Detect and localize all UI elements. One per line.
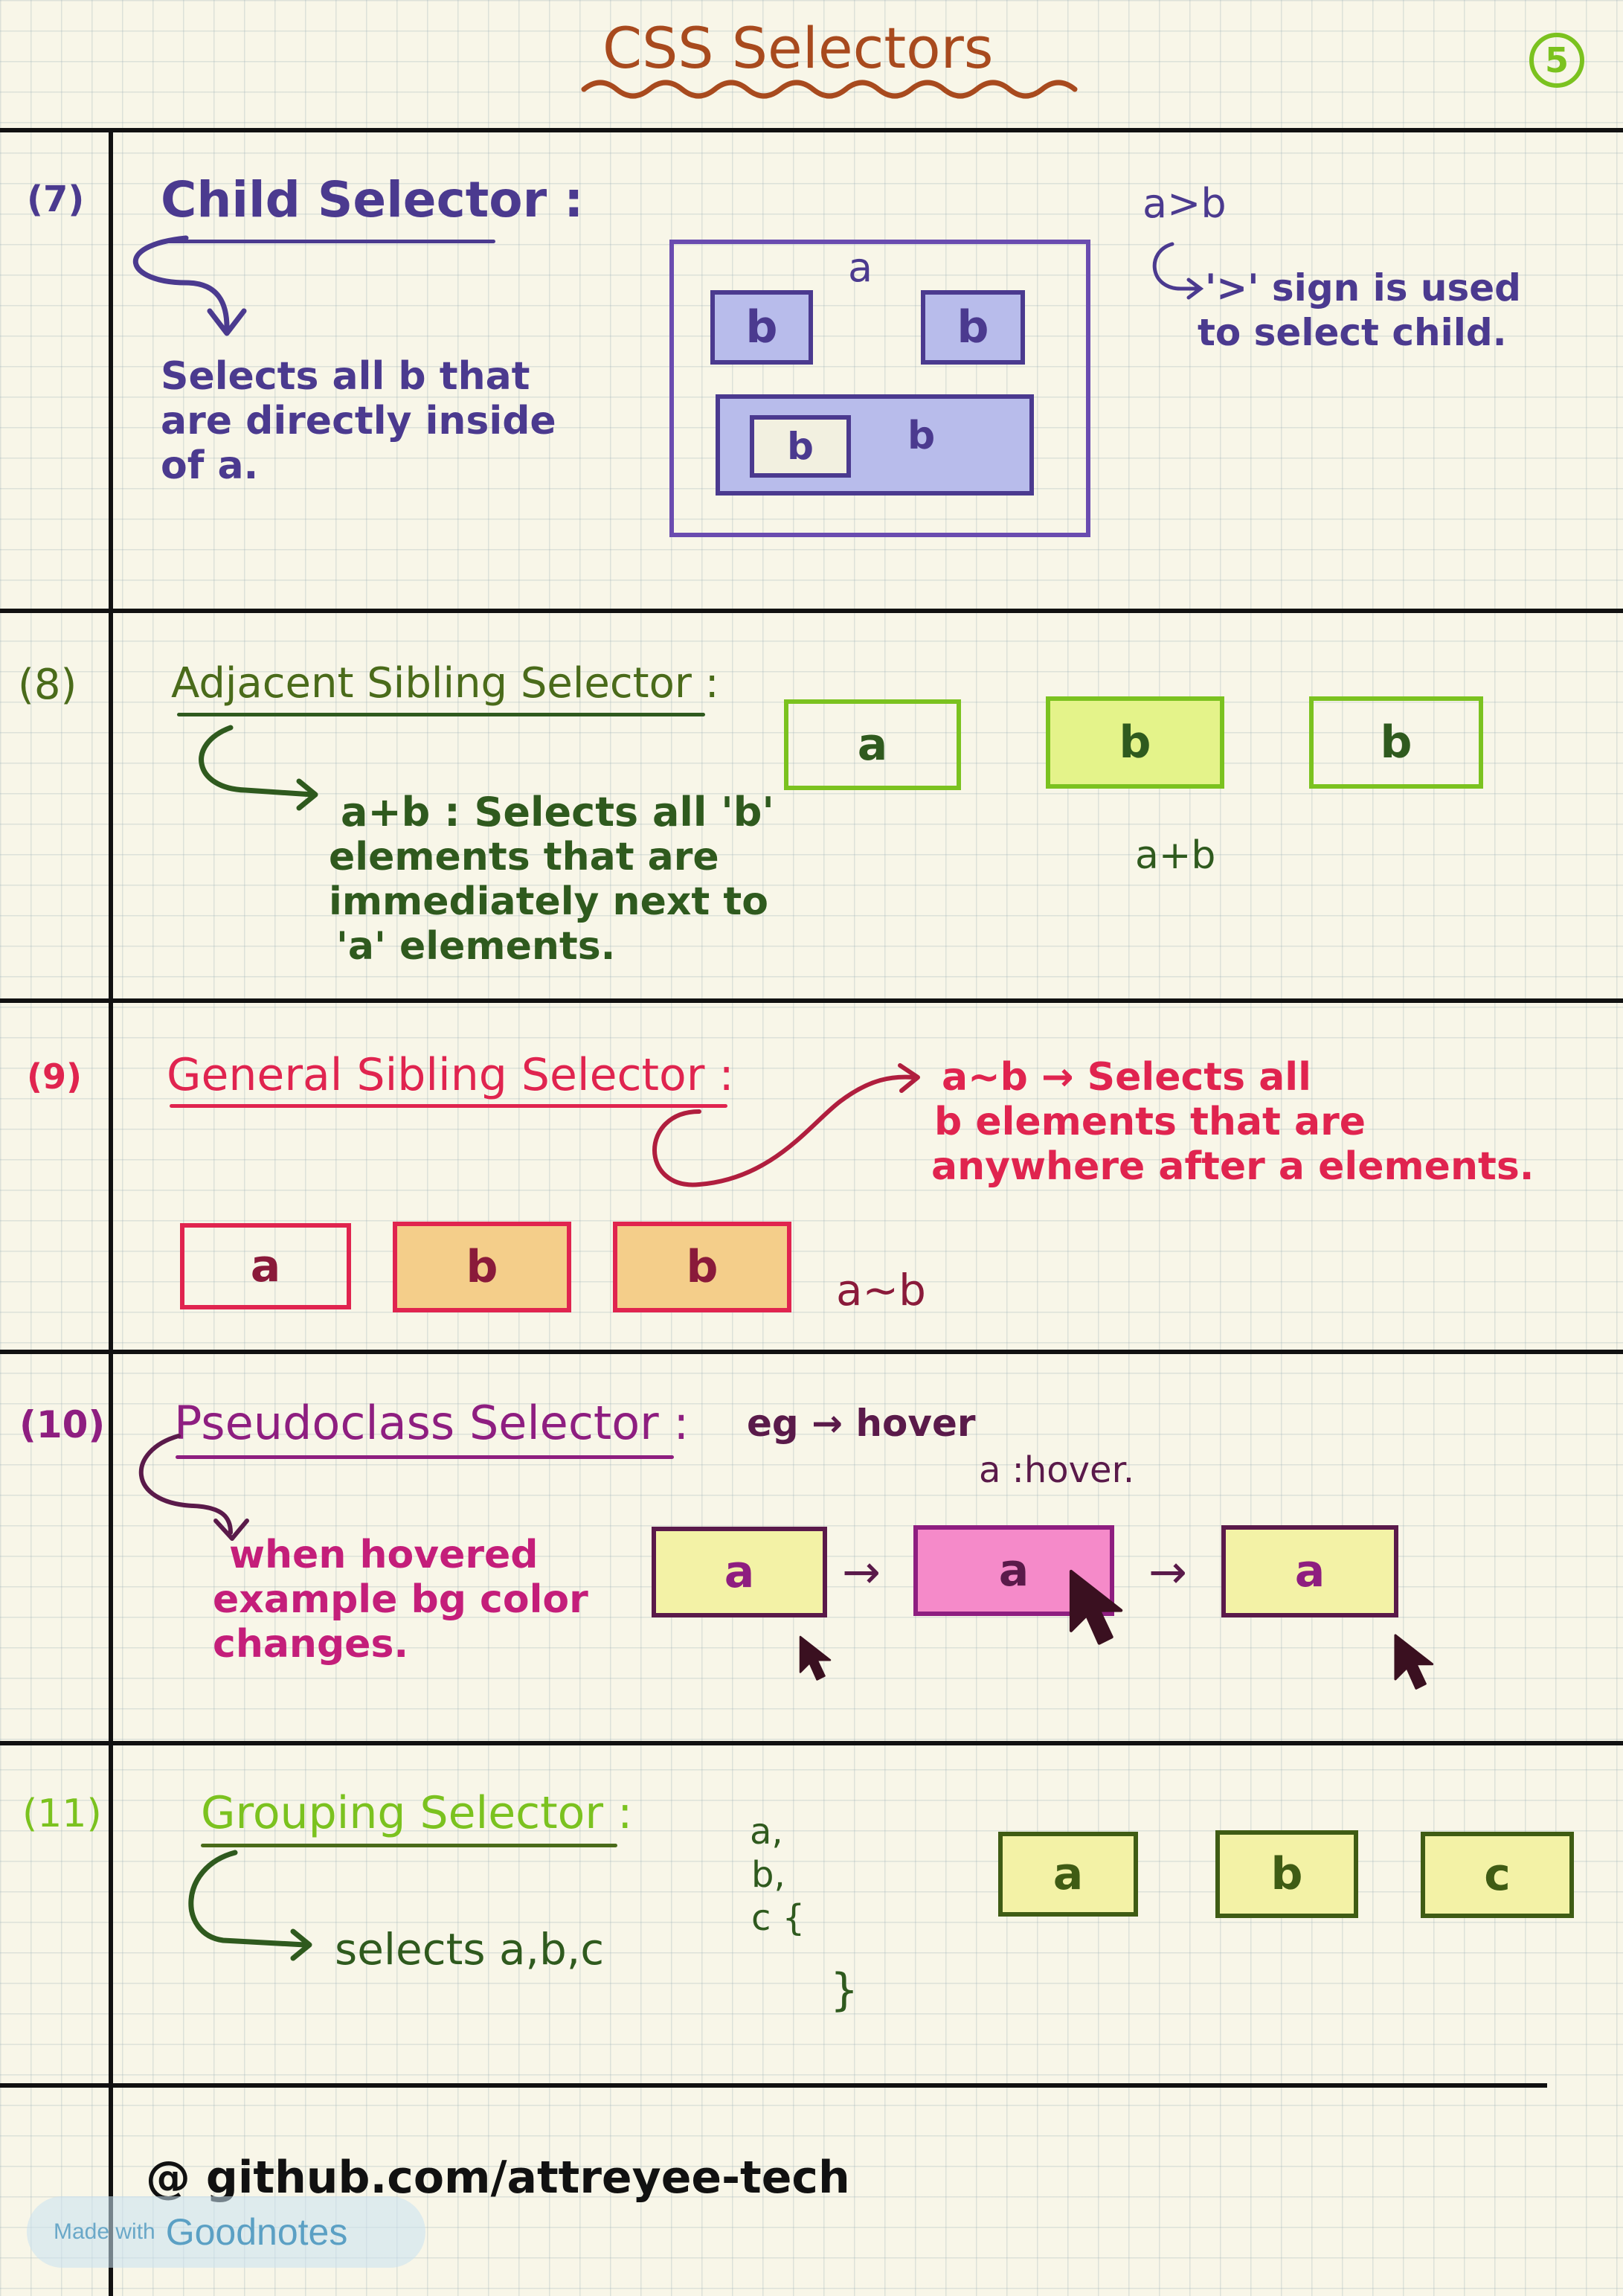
element-box-b: b: [1309, 696, 1483, 789]
title-underline: [170, 1104, 727, 1108]
description-line: changes.: [213, 1622, 409, 1667]
description-line: of a.: [161, 443, 259, 488]
margin-line: [109, 131, 113, 2296]
element-box-c-selected: c: [1421, 1832, 1574, 1918]
divider-9-10: [0, 1350, 1623, 1354]
description-line: immediately next to: [329, 879, 768, 924]
description-line: b elements that are: [934, 1100, 1366, 1144]
section-number: (10): [19, 1403, 106, 1446]
page-number: 5: [1544, 40, 1569, 80]
description-line: example bg color: [213, 1577, 588, 1622]
description-line: are directly inside: [161, 399, 556, 443]
divider-8-9: [0, 998, 1623, 1003]
element-box-b-selected: b: [1046, 696, 1224, 789]
section-title: General Sibling Selector :: [167, 1049, 734, 1101]
title-underline: [177, 713, 705, 716]
section-title: Adjacent Sibling Selector :: [171, 659, 719, 708]
description-line: 'a' elements.: [336, 924, 616, 969]
section-title: Child Selector :: [161, 171, 584, 228]
page-number-badge: 5: [1529, 33, 1584, 88]
element-box-b-selected: b: [613, 1222, 791, 1312]
code-line: }: [830, 1964, 859, 2016]
note-line: to select child.: [1198, 311, 1507, 354]
element-box-a-selected: a: [998, 1832, 1138, 1917]
element-box-a: a: [784, 699, 961, 790]
section-number: (7): [27, 179, 85, 220]
section-number: (8): [18, 661, 77, 709]
divider-bottom: [0, 2083, 1547, 2088]
diagram-parent-box: [669, 240, 1090, 537]
divider-7-8: [0, 609, 1623, 613]
section-title: Grouping Selector :: [201, 1787, 633, 1839]
divider-top: [0, 128, 1623, 132]
title-underline: [176, 1455, 674, 1459]
description-line: a~b → Selects all: [942, 1055, 1311, 1100]
code-line: a,: [750, 1811, 783, 1853]
nested-grandchild-box: b: [750, 415, 851, 478]
child-box-label: b: [907, 414, 936, 458]
code-line: c {: [751, 1897, 806, 1939]
element-box-a: a: [180, 1223, 351, 1309]
syntax-label: a>b: [1142, 180, 1227, 227]
description: selects a,b,c: [335, 1924, 605, 1975]
element-box-b-selected: b: [393, 1222, 571, 1312]
description-line: Selects all b that: [161, 354, 530, 399]
section-number: (11): [22, 1792, 102, 1836]
description-line: elements that are: [329, 835, 719, 879]
diagram-parent-label: a: [848, 244, 873, 291]
element-box-a: a: [652, 1527, 827, 1617]
page-title: CSS Selectors: [602, 15, 994, 81]
syntax-label: a+b: [1135, 833, 1216, 878]
section-title: Pseudoclass Selector :: [174, 1396, 690, 1450]
note-line: '>' sign is used: [1205, 266, 1521, 310]
description-line: a+b : Selects all 'b': [341, 789, 774, 836]
made-with-badge: Made with Goodnotes: [27, 2196, 425, 2268]
syntax-label: a :hover.: [979, 1449, 1135, 1491]
badge-brand: Goodnotes: [165, 2211, 348, 2253]
title-underline: [161, 240, 495, 243]
divider-10-11: [0, 1741, 1623, 1745]
arrow-glyph: →: [1148, 1545, 1187, 1599]
description-line: when hovered: [229, 1533, 539, 1577]
arrow-glyph: →: [842, 1545, 881, 1599]
mouse-cursor-icon: [1394, 1634, 1434, 1690]
element-box-b-selected: b: [1215, 1830, 1358, 1918]
syntax-label: a~b: [836, 1265, 926, 1315]
section-number: (9): [27, 1056, 83, 1097]
code-line: b,: [751, 1854, 785, 1896]
badge-made-with: Made with: [54, 2219, 155, 2244]
description-line: anywhere after a elements.: [931, 1144, 1534, 1189]
mouse-cursor-icon: [799, 1635, 832, 1681]
mouse-cursor-icon: [1069, 1569, 1123, 1645]
footer-github-link[interactable]: @ github.com/attreyee-tech: [146, 2152, 850, 2204]
child-box: b: [710, 290, 813, 365]
title-underline: [201, 1844, 617, 1847]
child-box: b: [921, 290, 1025, 365]
example-label: eg → hover: [747, 1402, 976, 1445]
element-box-a: a: [1221, 1525, 1398, 1617]
